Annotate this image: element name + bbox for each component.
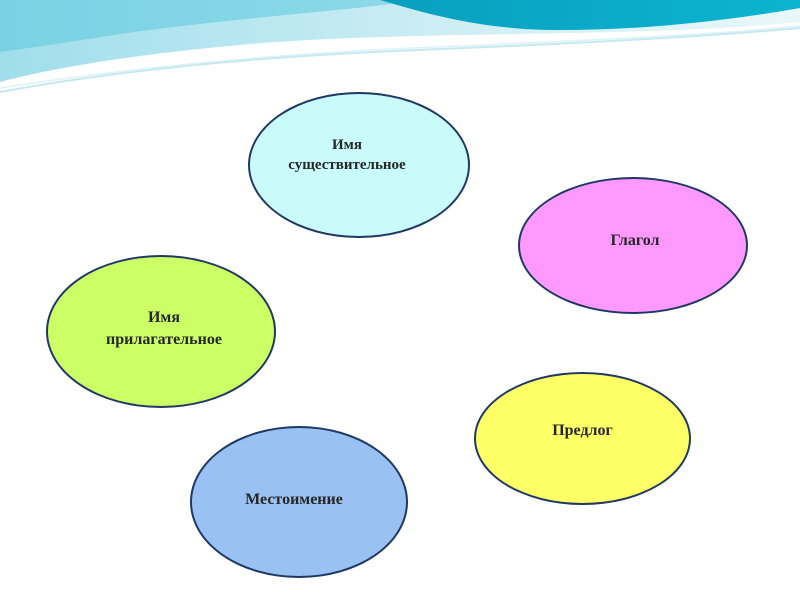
- node-preposition-label: Предлог: [552, 422, 613, 440]
- node-pronoun: Местоимение: [190, 426, 408, 578]
- node-noun: Имя существительное: [248, 92, 470, 238]
- node-adjective-label: Имя прилагательное: [106, 309, 222, 348]
- node-adjective: Имя прилагательное: [46, 255, 276, 408]
- node-verb: Глагол: [518, 177, 748, 314]
- node-verb-label: Глагол: [610, 231, 660, 249]
- wave-header-decoration: [0, 0, 800, 93]
- node-noun-label: Имя существительное: [288, 136, 406, 173]
- node-preposition: Предлог: [474, 372, 691, 505]
- node-pronoun-label: Местоимение: [245, 490, 343, 508]
